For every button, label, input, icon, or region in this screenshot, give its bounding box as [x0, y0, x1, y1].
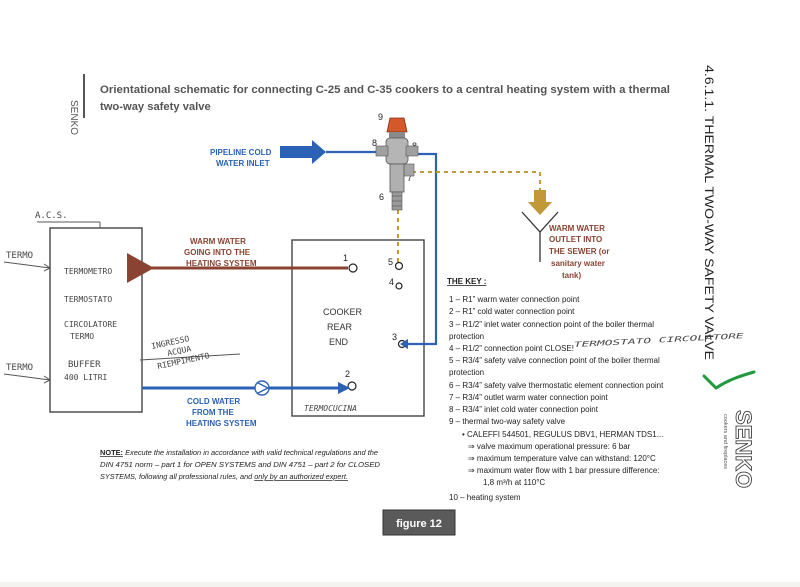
key-item-4: 4 – R1/2” connection point CLOSE!	[449, 344, 574, 353]
title-line-2: two-way safety valve	[100, 101, 211, 113]
cooker-label: COOKER	[323, 307, 363, 317]
key-valve-models: • CALEFFI 544501, REGULUS DBV1, HERMAN T…	[462, 430, 663, 439]
hw-termo-in-tank: TERMO	[70, 332, 94, 341]
pipes	[127, 140, 559, 396]
key-item-10: 10 – heating system	[449, 493, 521, 502]
key-item-5-cont: protection	[449, 368, 484, 377]
diagram-labels: PIPELINE COLD WATER INLET WARM WATER GOI…	[184, 148, 609, 428]
key-item-7: 7 – R3/4” outlet warm water connection p…	[449, 393, 609, 402]
point-5: 5	[388, 257, 393, 267]
label-going-into: GOING INTO THE	[184, 248, 251, 257]
point-7: 7	[407, 173, 412, 183]
label-outlet-2: OUTLET INTO	[549, 235, 602, 244]
note-text-1: Execute the installation in accordance w…	[123, 448, 378, 457]
hw-termostato: TERMOSTATO	[64, 295, 112, 304]
hw-circolatore: CIRCOLATORE	[64, 320, 117, 329]
key-item-9: 9 – thermal two-way safety valve	[449, 417, 566, 426]
point-3: 3	[392, 332, 397, 342]
hw-termo-top: TERMO	[6, 251, 33, 261]
cooker-rear-label: REAR	[327, 322, 353, 332]
note-authorized: only by an authorized expert.	[254, 472, 348, 481]
hw-termo-bottom: TERMO	[6, 363, 33, 373]
hw-termocucina: TERMOCUCINA	[304, 404, 357, 413]
key-valve-flow: ⇒ maximum water flow with 1 bar pressure…	[468, 466, 660, 475]
cold-inlet-arrow-icon	[280, 140, 326, 164]
key-item-5: 5 – R3/4” safety valve connection point …	[449, 356, 660, 365]
key-heading: THE KEY :	[447, 277, 486, 286]
hw-acs: A.C.S.	[35, 211, 68, 221]
cooker-end-label: END	[329, 337, 349, 347]
point-6: 6	[379, 192, 384, 202]
figure-label: figure 12	[396, 518, 442, 530]
label-cold-water: COLD WATER	[187, 397, 240, 406]
key-valve-temperature: ⇒ maximum temperature valve can withstan…	[468, 454, 656, 463]
label-pipeline-cold: PIPELINE COLD	[210, 148, 272, 157]
title-line-1: Orientational schematic for connecting C…	[100, 84, 670, 96]
thermal-safety-valve-icon	[375, 117, 419, 211]
hw-termometro: TERMOMETRO	[64, 267, 112, 276]
key-item-8: 8 – R3/4” inlet cold water connection po…	[449, 405, 599, 414]
key-valve-pressure: ⇒ valve maximum operational pressure: 6 …	[468, 442, 631, 451]
hw-buffer-litres: 400 LITRI	[64, 373, 108, 382]
senko-vertical-logo: SENKO	[68, 100, 79, 135]
label-outlet-3: THE SEWER (or	[549, 247, 609, 256]
point-2: 2	[345, 369, 350, 379]
label-outlet-4: sanitary water	[551, 259, 605, 268]
label-outlet-1: WARM WATER	[549, 224, 605, 233]
senko-brand-logo: SENKO cookers and fireplaces	[722, 410, 756, 489]
label-from-the: FROM THE	[192, 408, 234, 417]
note-lead: NOTE:	[100, 448, 123, 457]
point-4: 4	[389, 277, 394, 287]
brand-logo-text: SENKO	[731, 410, 756, 488]
point-1: 1	[343, 253, 348, 263]
label-outlet-5: tank)	[562, 271, 581, 280]
checkmark-icon	[702, 370, 756, 390]
point-8-left: 8	[372, 138, 377, 148]
brand-tagline: cookers and fireplaces	[722, 414, 728, 469]
point-9: 9	[378, 112, 383, 122]
connection-points	[347, 261, 407, 391]
note-line-3: SYSTEMS, following all professional rule…	[100, 472, 348, 481]
key-item-2: 2 – R1” cold water connection point	[449, 307, 575, 316]
key-item-3-cont: protection	[449, 332, 484, 341]
header: SENKO Orientational schematic for connec…	[68, 65, 714, 360]
hw-key-note: TERMOSTATO CIRCOLATORE	[574, 331, 745, 349]
note-line-2: DIN 4751 norm – part 1 for OPEN SYSTEMS …	[100, 460, 381, 469]
label-heating-system-warm: HEATING SYSTEM	[186, 259, 257, 268]
label-heating-system-cold: HEATING SYSTEM	[186, 419, 257, 428]
key-item-1: 1 – R1” warm water connection point	[449, 295, 580, 304]
label-warm-water: WARM WATER	[190, 237, 246, 246]
cooker-rear-end: COOKER REAR END	[291, 239, 425, 417]
installation-note: NOTE: Execute the installation in accord…	[100, 448, 381, 481]
note-text-3: SYSTEMS, following all professional rule…	[100, 472, 254, 481]
legend-key: THE KEY : 1 – R1” warm water connection …	[447, 277, 664, 502]
side-section-title: 4.6.1.1. THERMAL TWO-WAY SAFETY VALVE	[702, 65, 714, 360]
label-water-inlet: WATER INLET	[216, 159, 270, 168]
key-item-3: 3 – R1/2” inlet water connection point o…	[449, 320, 654, 329]
outlet-arrow-icon	[528, 190, 552, 215]
key-item-6: 6 – R3/4” safety valve thermostatic elem…	[449, 381, 664, 390]
figure-badge: figure 12	[382, 509, 456, 536]
note-line-1: NOTE: Execute the installation in accord…	[100, 448, 378, 457]
hw-buffer: BUFFER	[68, 360, 101, 370]
buffer-tank	[3, 221, 241, 413]
key-valve-flow-value: 1,8 m³/h at 110°C	[483, 478, 545, 487]
